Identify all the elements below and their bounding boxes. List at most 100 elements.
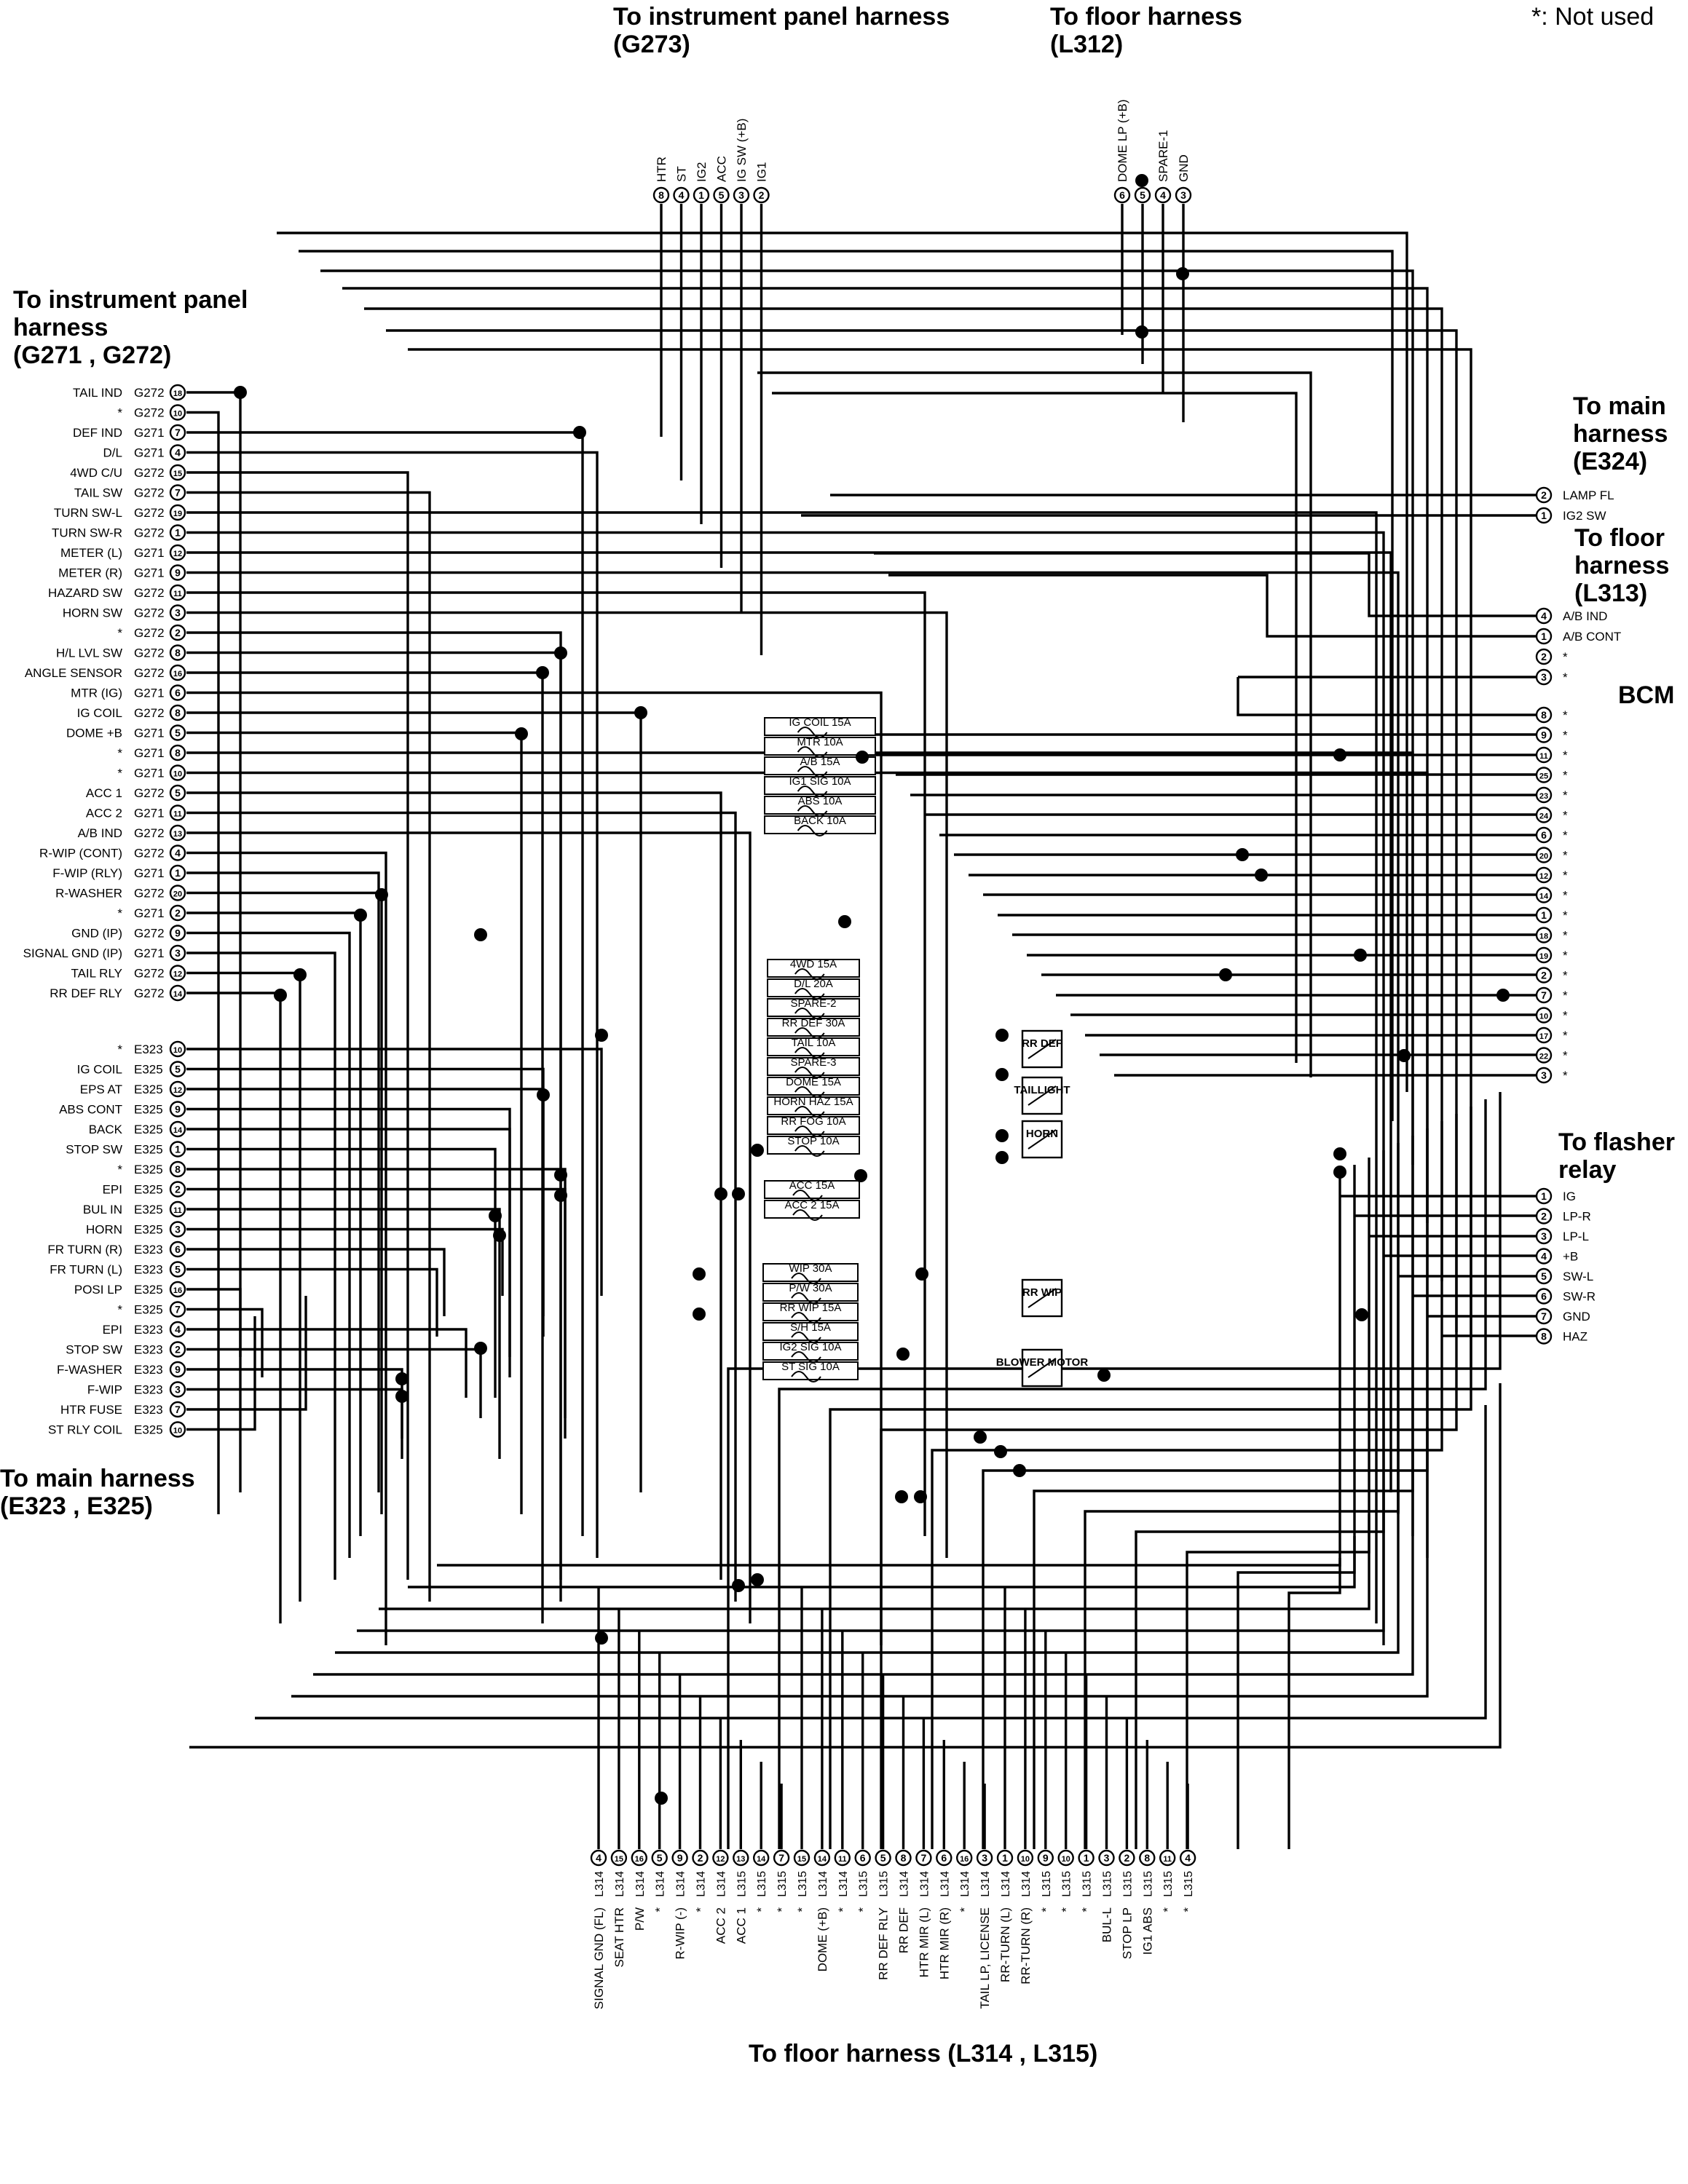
fuse-label: STOP 10A <box>787 1135 839 1147</box>
fuse-label: WIP 30A <box>789 1262 832 1275</box>
pin-number: 12 <box>1535 866 1553 884</box>
right-pin-row: 11* <box>1535 746 1568 764</box>
pin-signal-label: HORN SW <box>63 606 122 620</box>
pin-circle <box>169 824 186 842</box>
pin-number: 1 <box>693 186 710 204</box>
pin-number: 19 <box>169 504 186 521</box>
pin-label: 14 <box>1539 893 1549 901</box>
right-pin-row: 4+B <box>1535 1248 1578 1265</box>
relay-label: HORN <box>1026 1128 1058 1140</box>
pin-number: 7 <box>169 1301 186 1318</box>
fuse-body <box>764 737 876 756</box>
connector-id: G271 <box>134 426 165 440</box>
fuse-icon <box>791 1351 821 1363</box>
pin-number: 5 <box>713 186 730 204</box>
pin-circle <box>1535 946 1553 964</box>
pin-circle <box>733 1849 749 1867</box>
pin-label: 14 <box>818 1855 827 1864</box>
pin-label: 14 <box>757 1855 766 1864</box>
pin-signal-label: * <box>1060 1907 1073 1912</box>
wire-left-bottom <box>186 1147 497 1398</box>
pin-signal-label: * <box>958 1907 971 1912</box>
pin-signal-label: * <box>1563 989 1568 1002</box>
pin-label: 6 <box>1541 1291 1547 1302</box>
pin-signal-label: * <box>117 1042 122 1056</box>
fuse: HORN HAZ 15A <box>767 1096 860 1117</box>
pin-label: 1 <box>698 189 704 201</box>
header-line: To main <box>1573 392 1666 420</box>
connector-id: L315 <box>756 1871 768 1897</box>
wire-drop <box>880 1114 1458 1849</box>
pin-number: 7 <box>169 484 186 501</box>
fuse-icon <box>791 1273 821 1284</box>
header-line: To instrument panel <box>13 286 248 314</box>
pin-label: 7 <box>778 1852 784 1864</box>
pin-label: 2 <box>698 1852 703 1864</box>
pin-circle <box>1535 986 1553 1004</box>
junction-dot <box>974 1431 987 1444</box>
header-bcm: BCM <box>1618 681 1674 709</box>
pin-signal-label: * <box>1563 828 1568 842</box>
fuse-body <box>767 1136 860 1155</box>
wire-left-bottom <box>186 1348 482 1418</box>
pin-circle <box>1535 1047 1553 1064</box>
pin-circle <box>169 584 186 601</box>
wire-left-top <box>186 451 599 1558</box>
pin-signal-label: * <box>1181 1907 1195 1912</box>
pin-circle <box>1535 746 1553 764</box>
pin-number: 6 <box>169 684 186 701</box>
pin-circle <box>713 186 730 204</box>
connector-id: L314 <box>959 1871 971 1897</box>
pin-signal-label: SIGNAL GND (FL) <box>592 1907 606 2009</box>
right-pin-row: 7* <box>1535 986 1568 1004</box>
relay-contact-icon <box>1028 1358 1057 1378</box>
pin-number: 10 <box>169 1040 186 1058</box>
connector-id: G272 <box>134 506 165 520</box>
fuse: IG COIL 15A <box>764 716 876 738</box>
pin-label: 6 <box>175 687 181 699</box>
pin-circle <box>169 544 186 561</box>
fuse-label: ABS 10A <box>798 795 843 807</box>
connector-id: E323 <box>134 1243 163 1257</box>
fuse-body <box>762 1263 859 1282</box>
right-pin-row: 17* <box>1535 1026 1568 1044</box>
connector-id: L314 <box>593 1871 606 1897</box>
pin-number: 16 <box>955 1849 973 1867</box>
fuse: 4WD 15A <box>767 958 860 980</box>
junction-dot <box>595 1029 608 1042</box>
junction-dot <box>714 1187 727 1200</box>
fuse-body <box>764 717 876 736</box>
header-line: (G271 , G272) <box>13 341 172 369</box>
pin-number: 4 <box>169 844 186 861</box>
pin-circle <box>169 844 186 861</box>
pin-label: 10 <box>173 1046 182 1055</box>
pin-circle <box>169 664 186 681</box>
pin-label: 13 <box>736 1855 745 1864</box>
pin-circle <box>1535 967 1553 984</box>
pin-label: 3 <box>1541 671 1547 683</box>
pin-circle <box>996 1849 1014 1867</box>
right-pin-row: 10* <box>1535 1007 1568 1024</box>
pin-circle <box>169 604 186 621</box>
fuse-label: IG2 SIG 10A <box>779 1341 841 1353</box>
connector-id: E325 <box>134 1063 163 1077</box>
fuse-label: ACC 2 15A <box>784 1199 839 1211</box>
fuse-icon <box>797 825 828 836</box>
junction-dot <box>655 1792 668 1805</box>
pin-number: 11 <box>169 804 186 821</box>
connector-id: G272 <box>134 826 165 840</box>
pin-label: 15 <box>173 470 182 478</box>
connector-id: G272 <box>134 486 165 500</box>
pin-number: 7 <box>169 424 186 441</box>
pin-label: 8 <box>175 647 181 659</box>
pin-circle <box>1134 186 1151 204</box>
